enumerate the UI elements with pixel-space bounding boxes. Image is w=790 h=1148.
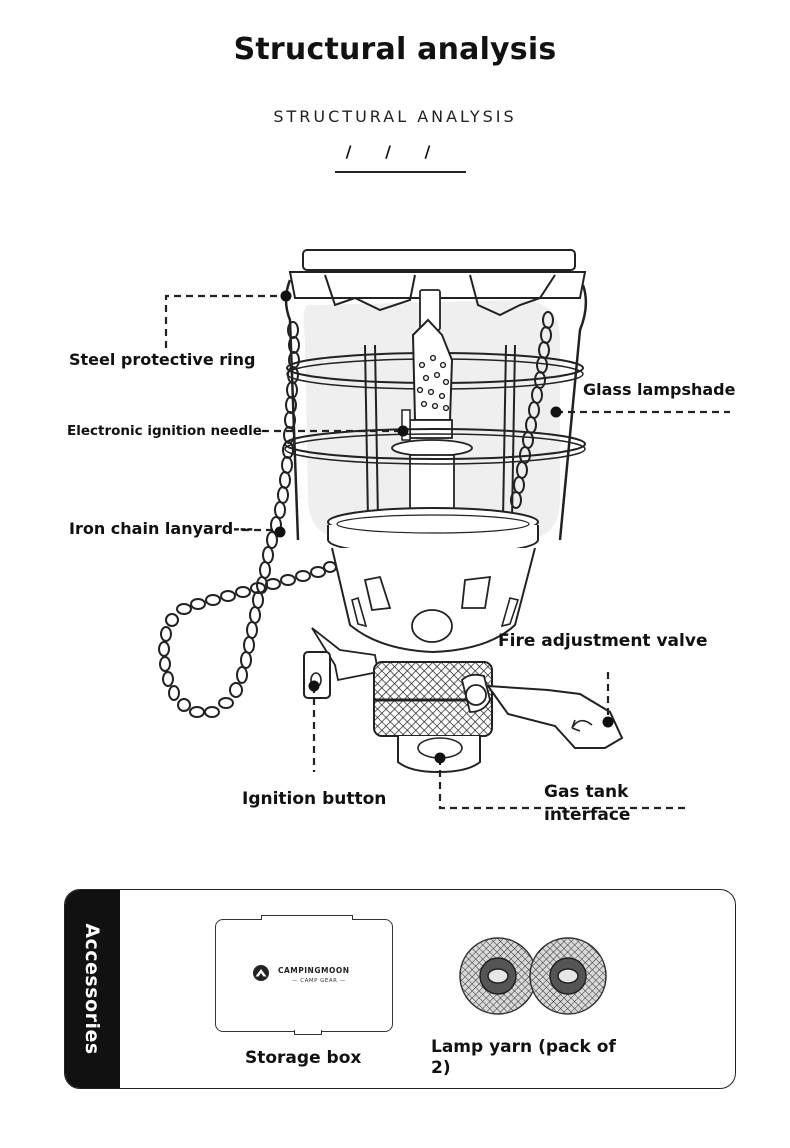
- storage-box-illustration: CAMPINGMOON — CAMP GEAR —: [215, 915, 393, 1035]
- label-fire-adjustment-valve: Fire adjustment valve: [498, 631, 708, 651]
- page-subtitle: STRUCTURAL ANALYSIS: [273, 107, 517, 126]
- box-brand-name: CAMPINGMOON: [278, 966, 350, 975]
- fire-adjustment-valve-lever: [485, 684, 624, 749]
- leader-steel-ring: [164, 294, 286, 348]
- storage-box-clasp: [294, 1030, 322, 1035]
- storage-box-hinge: [261, 915, 353, 920]
- storage-box-label: Storage box: [245, 1048, 362, 1068]
- lamp-yarn-label: Lamp yarn (pack of 2): [431, 1037, 616, 1078]
- title-underline: [335, 171, 466, 173]
- accessories-panel: Accessories CAMPINGMOON — CAMP GEAR — St…: [64, 889, 736, 1089]
- label-ignition-needle: Electronic ignition needle-: [67, 423, 268, 439]
- lantern-cap: [302, 249, 576, 271]
- label-gas-tank-interface: Gas tank interface: [544, 782, 631, 825]
- label-ignition-button: Ignition button: [242, 789, 387, 809]
- lamp-yarn-illustration: [459, 937, 607, 1015]
- accessories-heading: Accessories: [81, 923, 103, 1055]
- campingmoon-logo-icon: [253, 965, 269, 981]
- label-iron-chain-lanyard: Iron chain lanyard---: [69, 519, 254, 538]
- label-glass-lampshade: Glass lampshade: [583, 380, 736, 399]
- box-brand-subtitle: — CAMP GEAR —: [292, 978, 346, 984]
- page-title: Structural analysis: [233, 32, 557, 67]
- leader-gas-interface: [438, 758, 690, 810]
- label-steel-protective-ring: Steel protective ring: [69, 350, 256, 369]
- accessories-tab: Accessories: [65, 890, 120, 1088]
- burner-body: [331, 547, 536, 654]
- lantern-diagram: [158, 249, 730, 810]
- title-slashes: / / /: [345, 142, 445, 161]
